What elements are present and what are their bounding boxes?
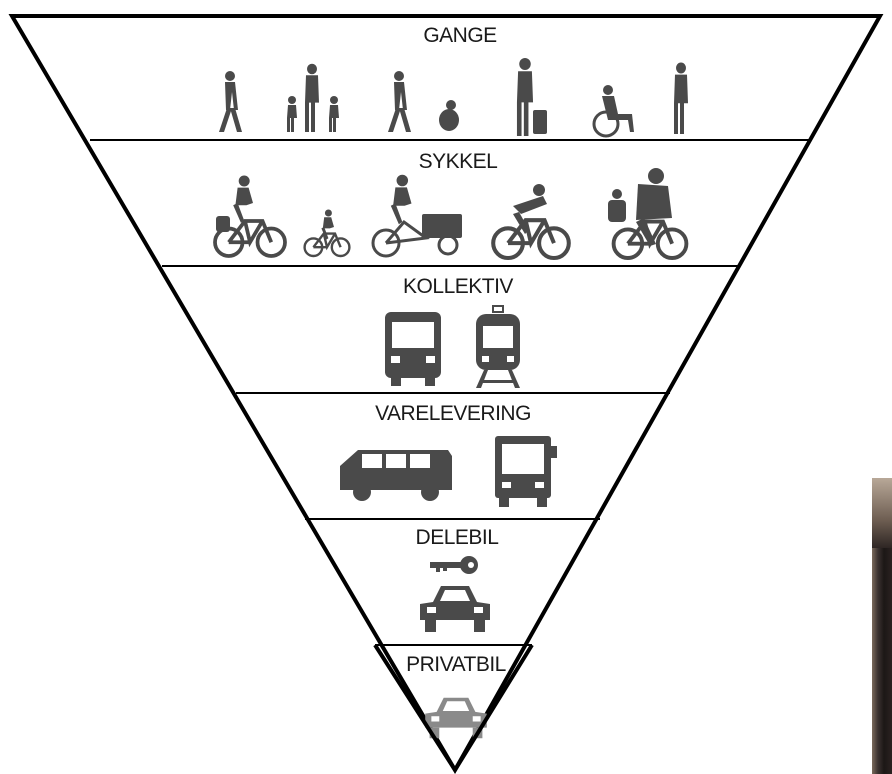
tier-varelevering: VARELEVERING — [340, 402, 557, 507]
tier-label-gange: GANGE — [423, 24, 497, 47]
person-with-luggage-icon — [516, 58, 547, 136]
bus-icon — [385, 312, 441, 386]
road-cyclist-icon — [493, 184, 569, 258]
tier-gange: GANGE — [219, 24, 688, 138]
wheelchair-user-icon — [592, 85, 634, 138]
tier-label-sykkel: SYKKEL — [419, 150, 498, 173]
pyramid-tip-edges — [373, 643, 534, 774]
tier-sykkel: SYKKEL — [213, 150, 689, 260]
tier-kollektiv: KOLLEKTIV — [385, 275, 521, 389]
person-with-toddler-icon — [388, 71, 459, 132]
tier-delebil: DELEBIL — [416, 526, 499, 632]
cyclist-with-child-icon — [608, 168, 689, 260]
cropped-photo-edge — [872, 478, 892, 774]
tier-label-kollektiv: KOLLEKTIV — [403, 275, 513, 298]
key-icon — [430, 556, 478, 574]
tier-label-delebil: DELEBIL — [416, 526, 499, 549]
tier-label-varelevering: VARELEVERING — [375, 402, 531, 425]
cargo-bike-icon — [371, 174, 462, 258]
truck-icon — [495, 436, 557, 507]
cropped-photo-edge-top — [872, 478, 892, 548]
cyclist-with-child-seat-icon — [213, 175, 287, 258]
tier-label-privatbil: PRIVATBIL — [406, 653, 506, 676]
tier-privatbil: PRIVATBIL — [406, 653, 506, 739]
